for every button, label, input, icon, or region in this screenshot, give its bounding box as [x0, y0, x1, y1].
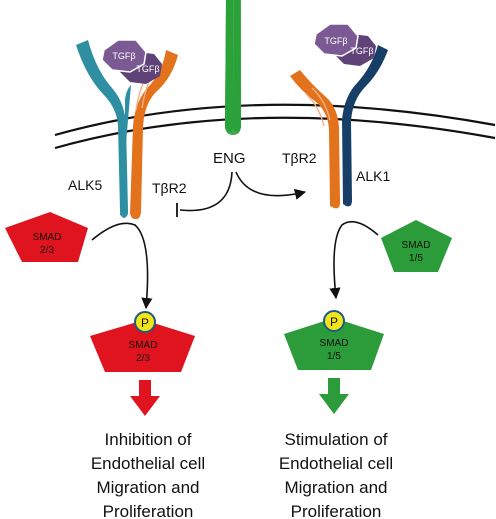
p-right-label: P: [330, 315, 338, 329]
tbr2-left-receptor: [130, 50, 178, 220]
tgfb-left-label: TGFβ: [112, 51, 135, 61]
tbr2-left-label: TβR2: [152, 180, 187, 196]
smad23-phos-label-line2: 2/3: [136, 353, 150, 364]
right-outcome-line3: Migration and: [284, 478, 387, 497]
alk5-label: ALK5: [68, 177, 102, 193]
membrane-inner-line: [54, 116, 496, 150]
eng-receptor-body: [225, 0, 241, 135]
p-badge-right: [323, 310, 345, 332]
tgfb-left-back-label: TGFβ: [136, 64, 159, 74]
eng-activate-arrow: [235, 171, 307, 200]
smad15-phos-label-line2: 1/5: [327, 351, 341, 362]
smad23-unphos-label-line2: 2/3: [40, 245, 54, 256]
smad23-unphos-label-line1: SMAD: [33, 232, 62, 243]
alk1-label: ALK1: [356, 168, 390, 184]
red-down-arrow: [130, 380, 160, 416]
alk5-arm: [120, 85, 131, 218]
right-outcome-line1: Stimulation of: [285, 430, 388, 449]
p-left-label: P: [141, 316, 149, 330]
tgfb-right-front: [313, 23, 359, 57]
smad15-phos-pentagon: [284, 318, 384, 370]
right-outcome-line4: Proliferation: [291, 502, 382, 519]
tbr2-right-arm-lines: [305, 87, 331, 127]
right-outcome-line2: Endothelial cell: [279, 454, 393, 473]
right-outcome-text: Stimulation of Endothelial cell Migratio…: [279, 430, 393, 519]
tgfb-right-back-label: TGFβ: [350, 46, 373, 56]
smad23-unphos-pentagon: [5, 212, 88, 262]
left-outcome-line4: Proliferation: [103, 502, 194, 519]
smad15-unphos-label-line1: SMAD: [402, 240, 431, 251]
left-outcome-line3: Migration and: [96, 478, 199, 497]
tgfb-left-front: [101, 39, 147, 73]
left-outcome-text: Inhibition of Endothelial cell Migration…: [91, 430, 205, 519]
smad15-unphos-label-line2: 1/5: [409, 253, 423, 264]
left-outcome-line1: Inhibition of: [105, 430, 192, 449]
eng-label: ENG: [213, 150, 246, 167]
tgfb-right-label: TGFβ: [324, 36, 347, 46]
p-badge-left: [134, 311, 156, 333]
alk1-receptor: [342, 45, 388, 207]
smad23-phos-pentagon: [90, 320, 195, 372]
green-down-arrow: [319, 378, 349, 414]
tbr2-right-label: TβR2: [282, 150, 317, 166]
alk1-phospho-arrow: [329, 220, 379, 300]
tbr2-right-receptor: [290, 70, 340, 209]
membrane-outer-line: [54, 103, 496, 137]
left-outcome-line2: Endothelial cell: [91, 454, 205, 473]
alk5-phospho-arrow: [91, 222, 153, 310]
smad15-unphos-pentagon: [381, 220, 452, 272]
smad23-phos-label-line1: SMAD: [129, 340, 158, 351]
smad15-phos-label-line1: SMAD: [320, 338, 349, 349]
eng-inhibit-line: [179, 171, 233, 212]
